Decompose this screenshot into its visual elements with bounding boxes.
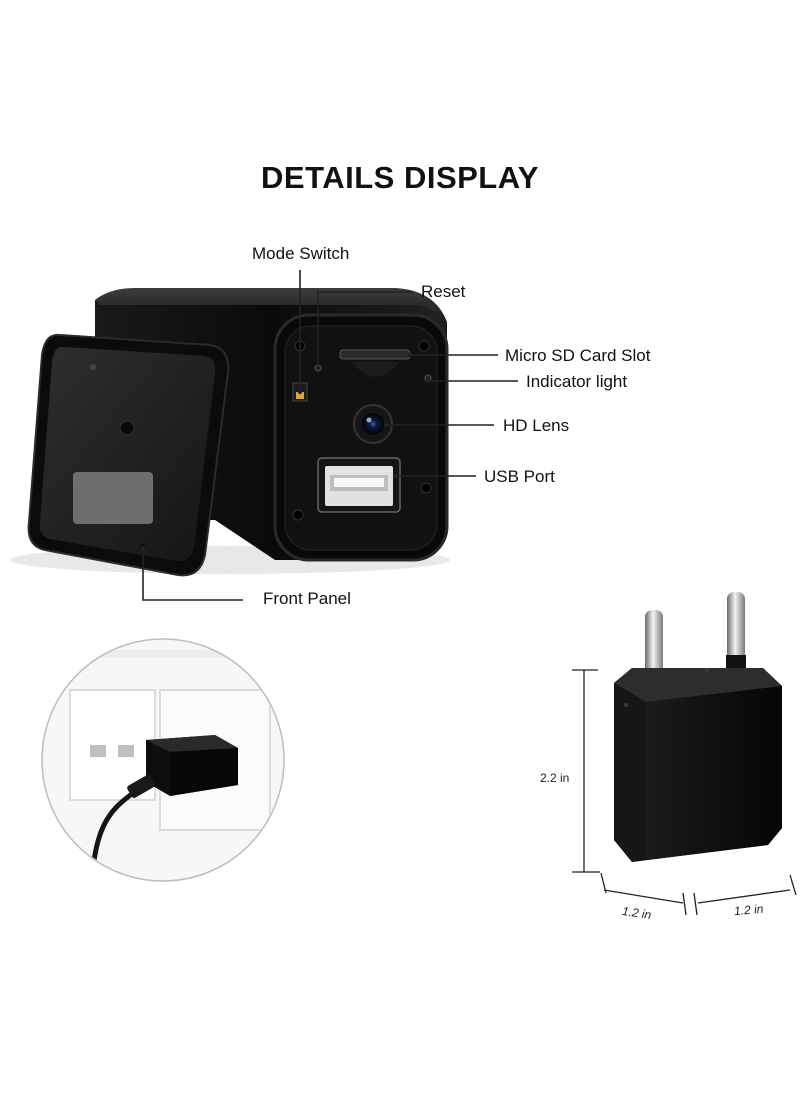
leader-lines (142, 270, 518, 601)
indicator-label: Indicator light (526, 372, 628, 391)
plug-dimension-illustration (572, 592, 797, 916)
usb-port-label: USB Port (484, 467, 555, 486)
front-panel-label: Front Panel (263, 589, 351, 608)
page-title: DETAILS DISPLAY (261, 160, 539, 195)
depth-dimension-label: 1.2 in (733, 901, 764, 919)
hd-lens-label: HD Lens (503, 416, 570, 435)
height-dimension-label: 2.2 in (540, 771, 570, 785)
reset-label: Reset (421, 282, 466, 301)
front-panel (27, 333, 230, 577)
reset-leader (317, 291, 413, 368)
mode-switch-label: Mode Switch (252, 244, 350, 263)
micro-sd-label: Micro SD Card Slot (505, 346, 651, 365)
in-use-photo (41, 638, 285, 882)
micro-sd-slot (339, 349, 411, 360)
front-panel-leader (142, 548, 243, 601)
